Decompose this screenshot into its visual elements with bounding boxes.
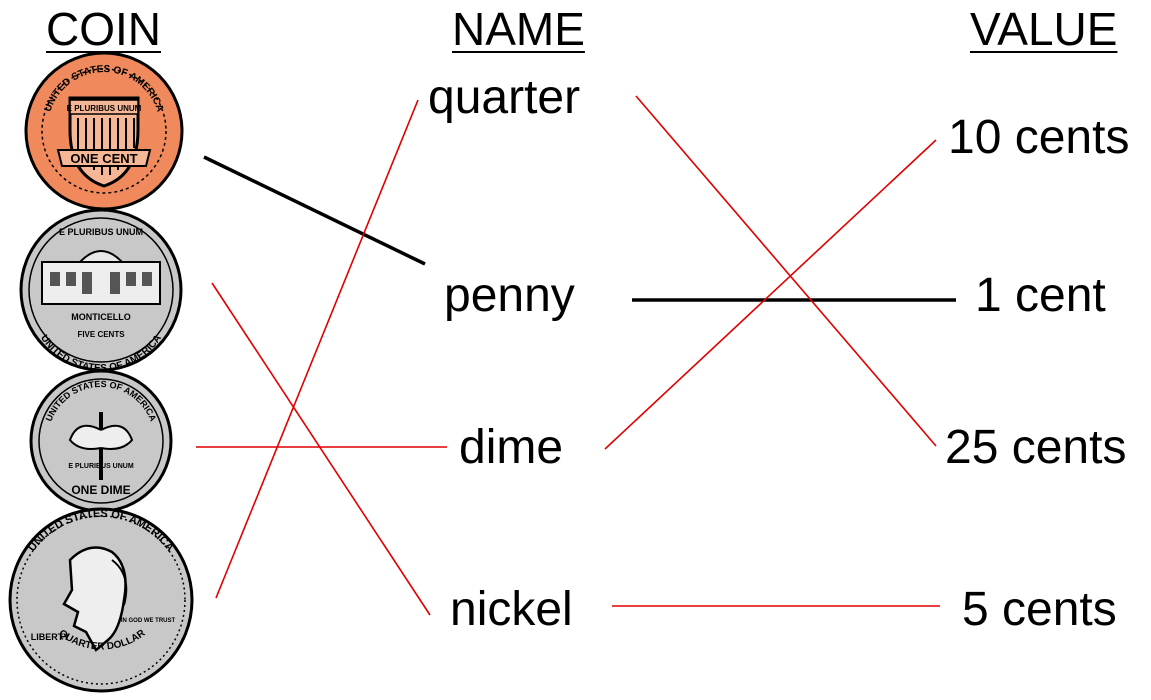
name-quarter: quarter — [428, 71, 581, 124]
penny-coin-icon: UNITED STATES OF AMERICA E PLURIBUS UNUM… — [24, 51, 184, 211]
value-10-cents: 10 cents — [948, 111, 1130, 164]
name-nickel: nickel — [450, 583, 573, 636]
name-penny: penny — [444, 269, 575, 322]
dime-denomination: ONE DIME — [71, 483, 130, 497]
nickel-inner-ring — [28, 217, 174, 363]
nickel-building-name: MONTICELLO — [71, 312, 131, 322]
match-line-quarter-to-25-cents — [635, 95, 937, 447]
column-header-value: VALUE — [970, 3, 1118, 55]
quarter-coin-icon: UNITED STATES OF AMERICA LIBERTY IN GOD … — [8, 507, 194, 693]
penny-motto: E PLURIBUS UNUM — [67, 104, 142, 113]
quarter-inner-ring — [16, 515, 186, 685]
match-line-dime-to-10-cents — [604, 139, 937, 450]
nickel-coin-icon: E PLURIBUS UNUM MONTICELLO FIVE CENTS UN… — [19, 208, 183, 374]
dime-olive-branch — [68, 424, 102, 450]
match-line-nickel-coin-to-nickel — [211, 282, 431, 616]
dime-inner-ring — [38, 378, 164, 504]
dime-oak-branch — [100, 424, 134, 450]
name-dime: dime — [459, 421, 564, 474]
quarter-liberty: LIBERTY — [31, 632, 70, 642]
dime-coin-icon: UNITED STATES OF AMERICA E PLURIBUS UNUM… — [29, 369, 173, 513]
value-1-cent: 1 cent — [975, 269, 1106, 322]
quarter-hair-ribbon — [111, 559, 128, 606]
match-line-quarter-coin-to-quarter — [215, 99, 419, 599]
match-line-penny-coin-to-penny — [203, 155, 426, 266]
nickel-motto: E PLURIBUS UNUM — [59, 227, 143, 237]
value-25-cents: 25 cents — [945, 421, 1127, 474]
nickel-building-windows — [50, 272, 152, 294]
nickel-building — [41, 261, 161, 305]
quarter-motto: IN GOD WE TRUST — [121, 618, 176, 624]
column-header-coin: COIN — [46, 3, 161, 55]
penny-inner-ring — [41, 68, 167, 194]
nickel-denomination: FIVE CENTS — [77, 330, 125, 339]
penny-denomination: ONE CENT — [70, 151, 137, 166]
penny-denomination-ribbon — [56, 149, 152, 167]
penny-motto-banner — [69, 99, 139, 115]
quarter-washington-portrait — [62, 546, 127, 652]
column-header-name: NAME — [452, 3, 585, 55]
dime-motto: E PLURIBUS UNUM — [68, 463, 134, 470]
value-5-cents: 5 cents — [962, 583, 1117, 636]
